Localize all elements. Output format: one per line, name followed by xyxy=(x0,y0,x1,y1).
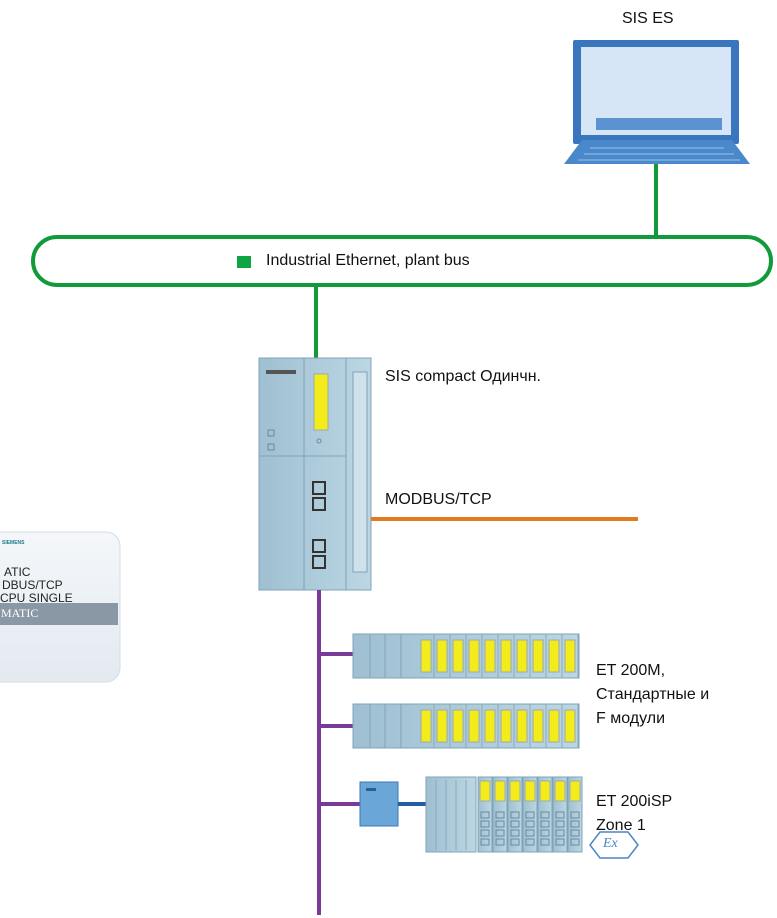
isp-module-indicator xyxy=(524,780,536,802)
io-module-indicator xyxy=(452,639,464,673)
engineering-workstation-icon xyxy=(564,40,750,164)
io-module-indicator xyxy=(452,709,464,743)
modbus-label: MODBUS/TCP xyxy=(385,491,492,508)
io-module-indicator xyxy=(516,639,528,673)
workstation-label: SIS ES xyxy=(622,10,674,27)
et200m-label-line-1: ET 200M, xyxy=(596,662,666,679)
product-box-image xyxy=(0,531,121,683)
et200isp-station xyxy=(359,776,583,853)
isp-module-indicator xyxy=(554,780,566,802)
product-box-line-2: DBUS/TCP xyxy=(2,578,63,592)
product-box-line-3: CPU SINGLE xyxy=(0,591,73,605)
product-box-line-1: ATIC xyxy=(4,565,31,579)
et200m-label-line-2: Стандартные и xyxy=(596,686,710,703)
et200m-rack-2 xyxy=(352,703,580,749)
sis-compact-controller xyxy=(258,357,372,591)
io-module-indicator xyxy=(548,709,560,743)
io-module-indicator xyxy=(420,709,432,743)
product-box-footer: MATIC xyxy=(1,606,39,620)
plant-bus xyxy=(31,235,773,287)
io-module-indicator xyxy=(468,639,480,673)
bus-legend-marker xyxy=(237,256,251,268)
io-module-indicator xyxy=(436,639,448,673)
io-module-indicator xyxy=(564,709,576,743)
io-module-indicator xyxy=(548,639,560,673)
et200m-rack-1 xyxy=(352,633,580,679)
plant-bus-label: Industrial Ethernet, plant bus xyxy=(266,252,470,269)
io-module-indicator xyxy=(484,639,496,673)
io-module-indicator xyxy=(420,639,432,673)
product-box-brand: SIEMENS xyxy=(2,540,25,546)
controller-label: SIS compact Одинчн. xyxy=(385,368,541,385)
isp-module-indicator xyxy=(494,780,506,802)
io-module-indicator xyxy=(516,709,528,743)
et200isp-label-line-1: ET 200iSP xyxy=(596,793,673,810)
et200isp-label-line-2: Zone 1 xyxy=(596,817,646,834)
isp-module-indicator xyxy=(569,780,581,802)
io-module-indicator xyxy=(532,709,544,743)
ex-symbol-text: Ex xyxy=(603,836,618,851)
io-module-indicator xyxy=(564,639,576,673)
isp-module-indicator xyxy=(509,780,521,802)
io-module-indicator xyxy=(500,639,512,673)
io-module-indicator xyxy=(468,709,480,743)
isp-module-indicator xyxy=(539,780,551,802)
io-module-indicator xyxy=(532,639,544,673)
io-module-indicator xyxy=(436,709,448,743)
io-module-indicator xyxy=(484,709,496,743)
isp-module-indicator xyxy=(479,780,491,802)
ex-hazard-icon xyxy=(589,831,639,859)
et200m-label-line-3: F модули xyxy=(596,710,666,727)
io-module-indicator xyxy=(500,709,512,743)
